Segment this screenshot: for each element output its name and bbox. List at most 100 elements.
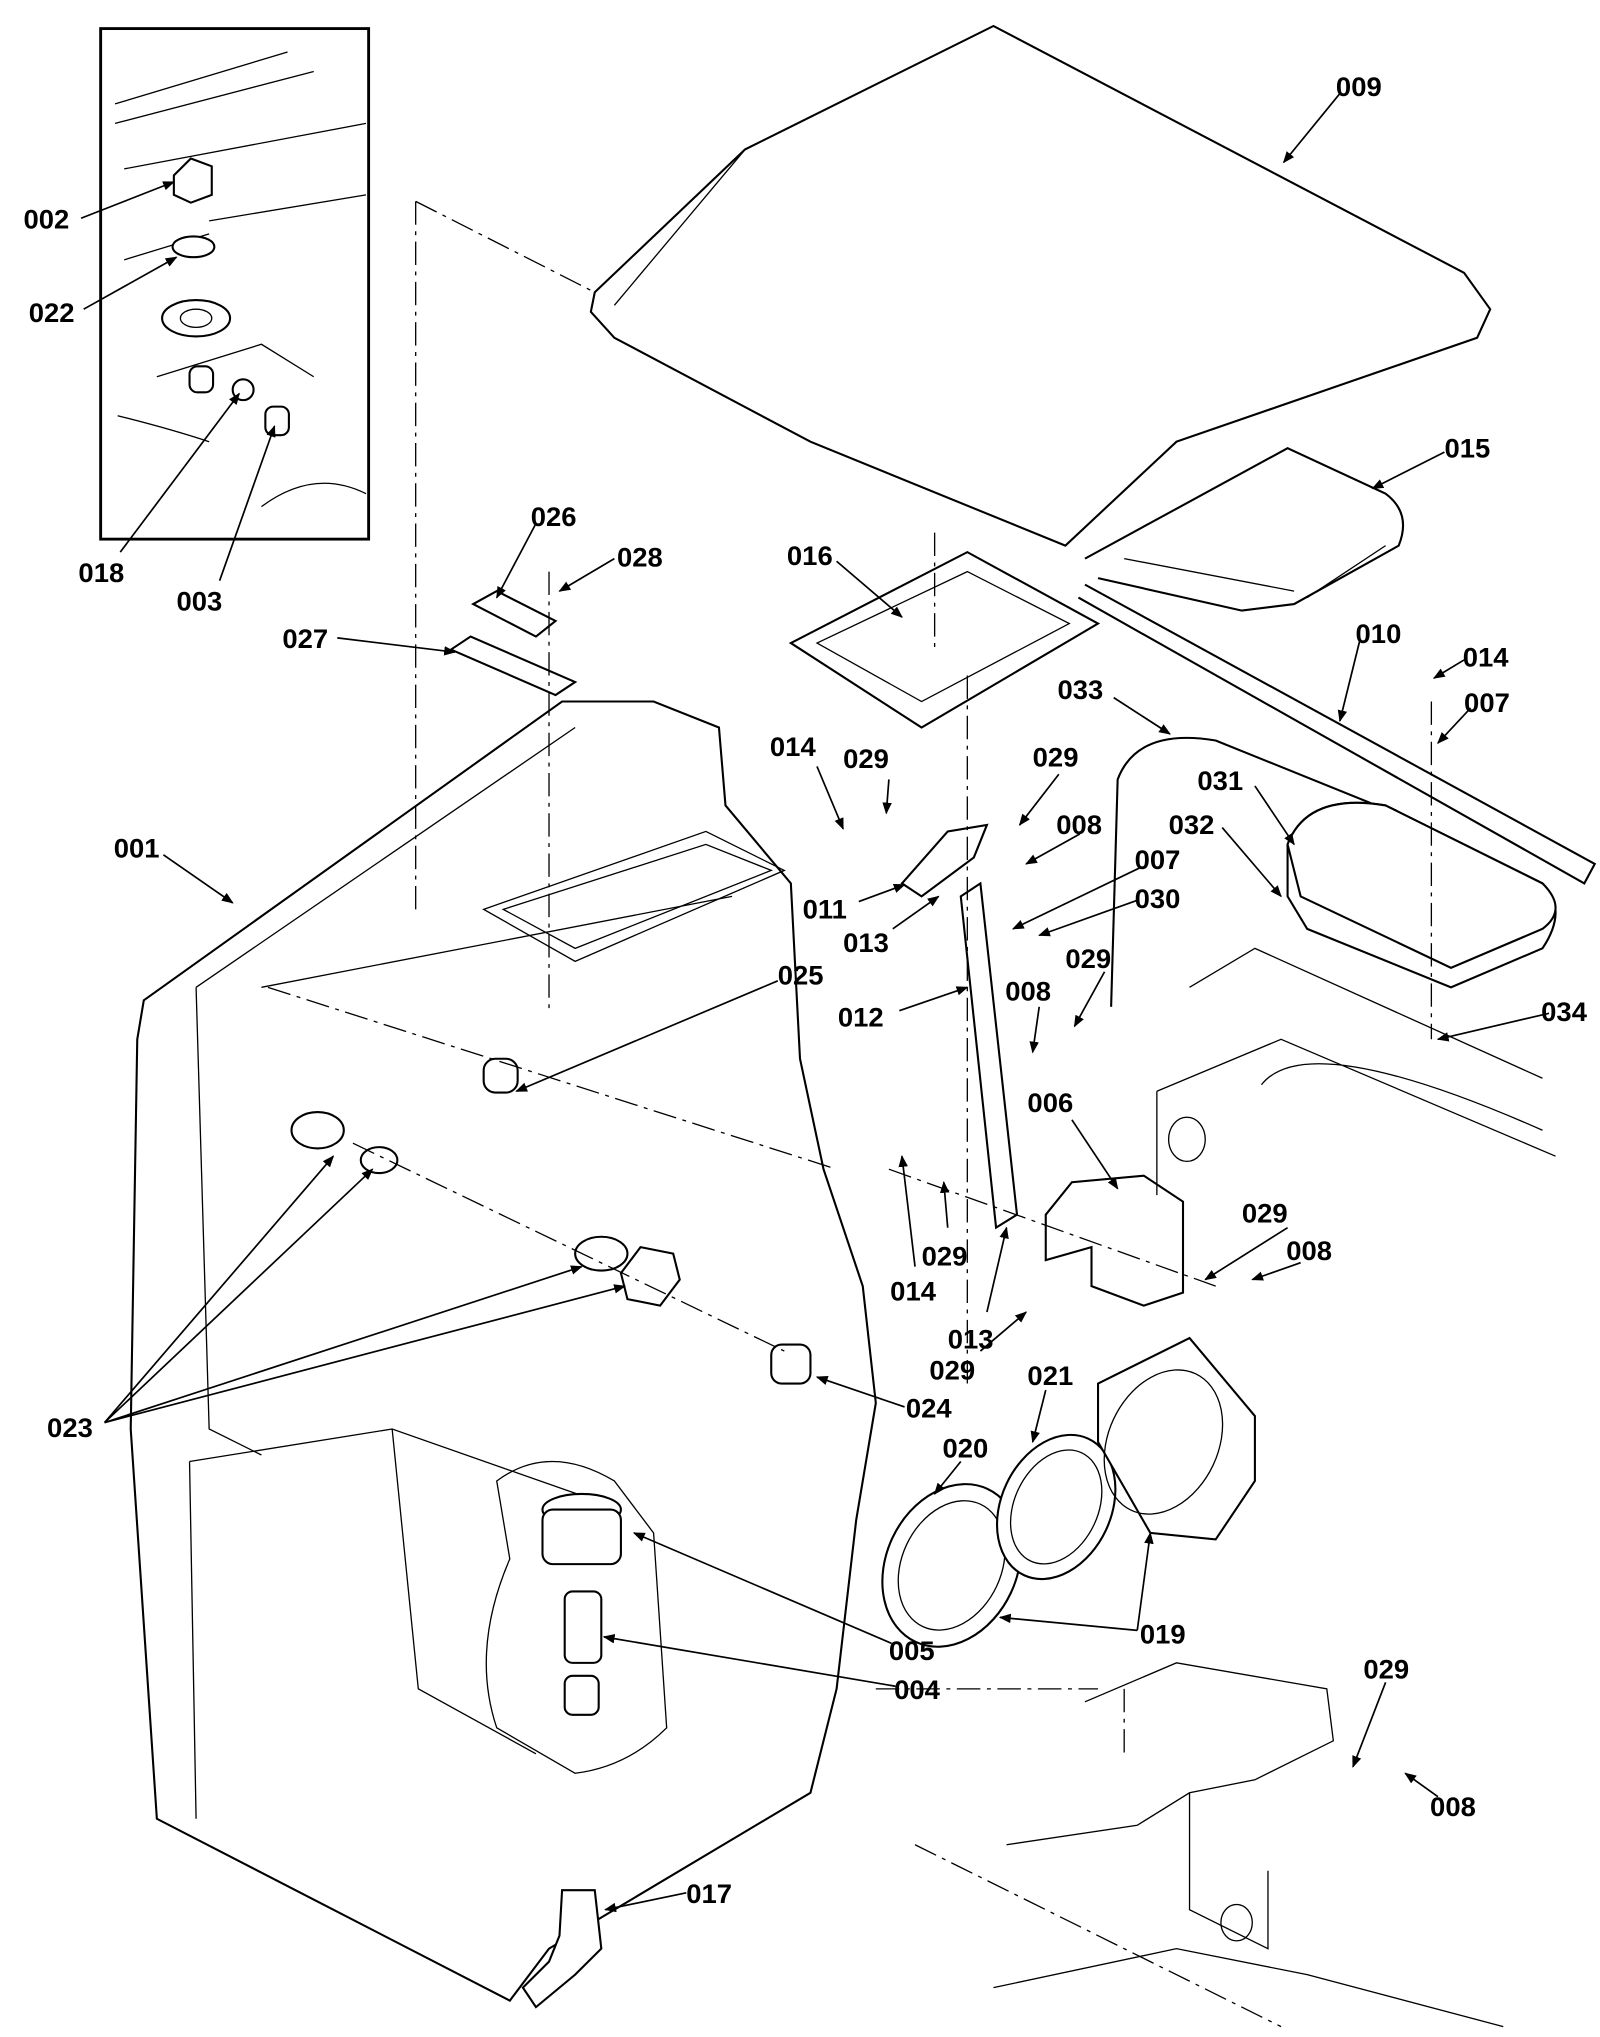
- part-019-020-021-rings: [881, 1336, 1256, 1648]
- part-label: 031: [1197, 765, 1243, 796]
- part-label: 016: [787, 540, 833, 571]
- leader-line: [933, 1460, 962, 1495]
- part-009-cover: [589, 24, 1492, 547]
- part-022-seal: [171, 235, 216, 259]
- part-label: 032: [1169, 809, 1215, 840]
- leader-line: [558, 557, 615, 592]
- part-label: 002: [24, 204, 70, 235]
- part-label: 021: [1027, 1360, 1073, 1391]
- leader-line: [337, 637, 457, 656]
- leader-line: [515, 980, 779, 1093]
- part-label: 026: [531, 501, 577, 532]
- part-label: 006: [1027, 1087, 1073, 1118]
- part-label: 027: [282, 623, 328, 654]
- leader-line: [1038, 899, 1138, 937]
- part-label: 003: [176, 586, 222, 617]
- part-label: 009: [1336, 71, 1382, 102]
- part-002-plug: [172, 157, 213, 204]
- frame-structure: [993, 947, 1556, 2028]
- part-027-plate: [448, 635, 578, 697]
- leader-line: [1136, 1531, 1154, 1631]
- leader-line: [1254, 785, 1295, 846]
- part-label: 008: [1056, 809, 1102, 840]
- part-012-bracket: [959, 881, 1019, 1230]
- part-label: 028: [617, 541, 663, 572]
- part-label: 018: [78, 557, 124, 588]
- part-label: 029: [1363, 1654, 1409, 1685]
- part-label: 014: [1463, 642, 1510, 673]
- part-label: 017: [686, 1878, 732, 1909]
- leader-line: [939, 1181, 950, 1228]
- part-label: 023: [47, 1412, 93, 1443]
- leader-line: [1337, 641, 1361, 723]
- leader-line: [1432, 659, 1465, 679]
- part-label: 008: [1286, 1235, 1332, 1266]
- leader-line: [1352, 1682, 1387, 1768]
- detail-inset: [99, 27, 371, 541]
- part-016-gasket: [788, 550, 1101, 729]
- part-label: 029: [1065, 943, 1111, 974]
- leader-line: [218, 424, 276, 581]
- part-011-bracket: [900, 823, 989, 898]
- part-label: 011: [803, 894, 847, 925]
- part-label: 004: [894, 1674, 941, 1705]
- leader-line: [882, 779, 892, 815]
- part-label: 029: [843, 743, 889, 774]
- part-label: 007: [1135, 844, 1181, 875]
- leader-line: [1029, 1006, 1041, 1054]
- part-label: 013: [948, 1324, 994, 1355]
- leader-line: [103, 1168, 374, 1424]
- part-017-elbow: [521, 1889, 603, 2009]
- leader-line: [998, 1613, 1138, 1632]
- part-label: 010: [1356, 618, 1402, 649]
- part-label: 020: [942, 1433, 988, 1464]
- leader-line: [815, 1376, 905, 1408]
- part-label: 019: [1140, 1618, 1186, 1649]
- leader-line: [1437, 707, 1472, 744]
- leader-line: [899, 986, 969, 1012]
- part-label: 030: [1135, 883, 1181, 914]
- part-label: 022: [29, 297, 75, 328]
- part-label: 029: [1242, 1198, 1288, 1229]
- part-label: 014: [890, 1275, 937, 1306]
- center-lines: [267, 200, 1433, 2028]
- part-label: 029: [929, 1355, 975, 1386]
- leader-lines: [80, 93, 1550, 1913]
- leader-line: [602, 1634, 896, 1688]
- leader-line: [1282, 93, 1341, 164]
- leader-line: [1404, 1772, 1439, 1798]
- part-label: 012: [838, 1001, 884, 1032]
- leader-line: [1073, 971, 1106, 1028]
- leader-line: [816, 766, 844, 830]
- leader-line: [1204, 1226, 1289, 1281]
- part-label: 029: [922, 1240, 968, 1271]
- part-003-cap: [264, 405, 290, 437]
- part-010-rod: [1077, 583, 1597, 885]
- leader-line: [119, 392, 240, 553]
- part-015-handle: [1084, 447, 1405, 612]
- part-033-cable: [1110, 736, 1426, 1007]
- leader-line: [80, 181, 175, 220]
- leader-line: [1071, 1119, 1119, 1190]
- part-label: 029: [1033, 742, 1079, 773]
- leader-line: [858, 883, 906, 903]
- leader-line: [892, 895, 940, 930]
- part-label: 008: [1005, 975, 1051, 1006]
- leader-line: [1113, 696, 1171, 735]
- part-label: 007: [1464, 687, 1510, 718]
- part-006-bracket: [1044, 1174, 1185, 1307]
- part-label: 025: [778, 960, 824, 991]
- part-label: 013: [843, 927, 889, 958]
- leader-line: [104, 1284, 626, 1424]
- leader-line: [898, 1155, 916, 1267]
- leader-line: [495, 523, 537, 599]
- leader-line: [103, 1155, 335, 1424]
- part-001-tank: [129, 700, 877, 2002]
- leader-line: [1221, 826, 1282, 898]
- leader-line: [162, 854, 234, 904]
- leader-line: [979, 1311, 1028, 1352]
- part-026-bracket: [470, 589, 558, 638]
- leader-line: [1436, 1012, 1550, 1042]
